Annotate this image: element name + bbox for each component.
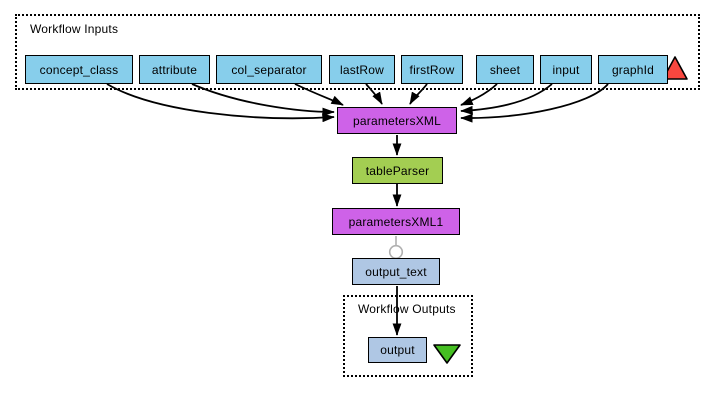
processor-parametersXML1[interactable]: parametersXML1 [332, 208, 460, 235]
input-port-concept_class[interactable]: concept_class [25, 55, 133, 84]
edge-col_separator-parametersXML [294, 83, 344, 106]
processor-parametersXML[interactable]: parametersXML [337, 107, 457, 134]
output-port-output[interactable]: output [368, 337, 427, 363]
processor-label: parametersXML1 [348, 214, 444, 229]
input-port-lastRow[interactable]: lastRow [329, 55, 395, 84]
edge-sheet-parametersXML [460, 83, 498, 106]
output-port-label: output [380, 343, 415, 357]
input-port-label: attribute [151, 62, 198, 77]
workflow-inputs-title: Workflow Inputs [30, 22, 119, 36]
input-port-label: graphId [611, 62, 655, 77]
processor-label: parametersXML [353, 113, 441, 128]
processor-tableParser[interactable]: tableParser [352, 157, 443, 184]
workflow-outputs-title: Workflow Outputs [358, 302, 456, 316]
input-port-label: input [552, 62, 580, 77]
input-port-sheet[interactable]: sheet [476, 55, 534, 84]
input-port-label: col_separator [231, 62, 307, 77]
input-port-label: concept_class [39, 62, 119, 77]
processor-label: tableParser [365, 163, 430, 178]
open-circle-icon [388, 244, 404, 260]
workflow-inputs-group: Workflow Inputs [15, 14, 700, 90]
processor-output_text[interactable]: output_text [352, 258, 440, 285]
input-port-label: firstRow [409, 62, 455, 77]
edge-lastRow-parametersXML [365, 83, 383, 105]
input-port-graphId[interactable]: graphId [598, 55, 668, 84]
edge-attribute-parametersXML [191, 83, 335, 117]
workflow-outputs-group: Workflow Outputs [343, 295, 473, 377]
input-port-input[interactable]: input [540, 55, 592, 84]
edge-graphId-parametersXML [460, 83, 609, 123]
input-port-label: sheet [489, 62, 521, 77]
input-port-firstRow[interactable]: firstRow [401, 55, 463, 84]
input-port-attribute[interactable]: attribute [139, 55, 210, 84]
edge-firstRow-parametersXML [409, 83, 428, 105]
green-triangle-down-icon [433, 344, 461, 364]
edge-input-parametersXML [460, 83, 553, 115]
edge-concept_class-parametersXML [106, 83, 335, 123]
processor-label: output_text [365, 264, 427, 279]
red-triangle-up-icon [662, 56, 688, 80]
input-port-label: lastRow [339, 62, 385, 77]
input-port-col_separator[interactable]: col_separator [216, 55, 322, 84]
